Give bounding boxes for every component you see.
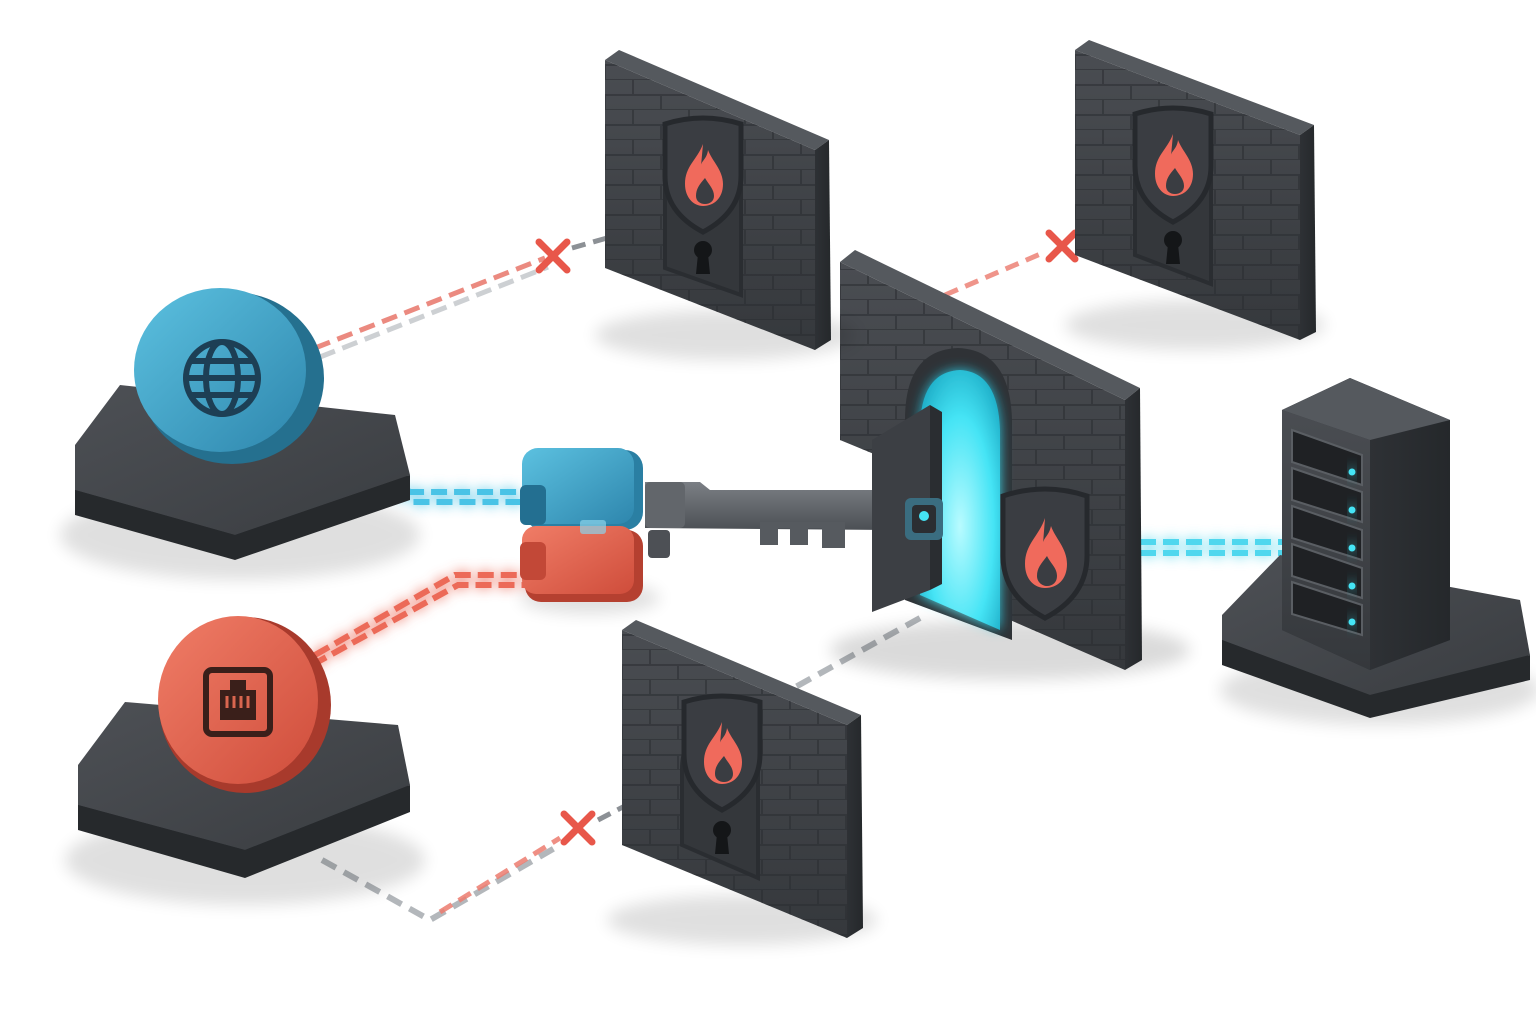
- server-status-leds: [1348, 468, 1356, 626]
- blocked-x-icon: [535, 238, 571, 274]
- ethernet-port-icon: [203, 667, 273, 737]
- shield-flame-icon: [681, 693, 763, 813]
- firewall-top-left[interactable]: [595, 50, 855, 360]
- firewall-wall-top: [622, 620, 861, 725]
- link-internet-to-firewall-top-left: [314, 229, 629, 360]
- firewall-bottom[interactable]: [607, 620, 877, 945]
- ethernet-node[interactable]: [65, 616, 425, 905]
- gate-wall-top: [840, 250, 1140, 400]
- firewall-wall-side: [1300, 125, 1316, 340]
- firewall-wall-top: [1075, 40, 1314, 135]
- globe-icon: [183, 339, 261, 417]
- firewall-wall-top: [605, 50, 829, 150]
- link-ethernet-to-merge: [310, 572, 530, 668]
- gate-door[interactable]: [872, 405, 943, 612]
- firewall-wall-side: [847, 715, 863, 938]
- merge-block-red: [520, 526, 643, 602]
- merge-latch: [580, 520, 606, 534]
- blocked-x-icon: [1045, 229, 1079, 263]
- shield-flame-icon: [1000, 486, 1090, 621]
- keyhole-icon: [1164, 231, 1182, 264]
- server-rack-icon: [1282, 378, 1450, 670]
- shield-flame-icon: [1132, 105, 1214, 225]
- firewall-top-right[interactable]: [1065, 40, 1325, 350]
- keyhole-icon: [694, 241, 712, 274]
- keyhole-icon: [713, 821, 731, 854]
- shield-flame-icon: [662, 115, 744, 235]
- link-ethernet-to-firewall-bottom: [320, 795, 642, 924]
- gate-wall-side: [1125, 388, 1142, 670]
- blocked-x-icon: [560, 810, 596, 846]
- merge-connector[interactable]: [520, 448, 660, 614]
- firewall-gate-open[interactable]: [830, 250, 1190, 680]
- merge-block-blue: [520, 448, 643, 530]
- firewall-wall-side: [815, 140, 831, 350]
- internet-node[interactable]: [60, 288, 420, 580]
- server-node[interactable]: [1220, 378, 1536, 725]
- server-drive-bays: [1291, 428, 1363, 637]
- key-icon[interactable]: [645, 482, 905, 558]
